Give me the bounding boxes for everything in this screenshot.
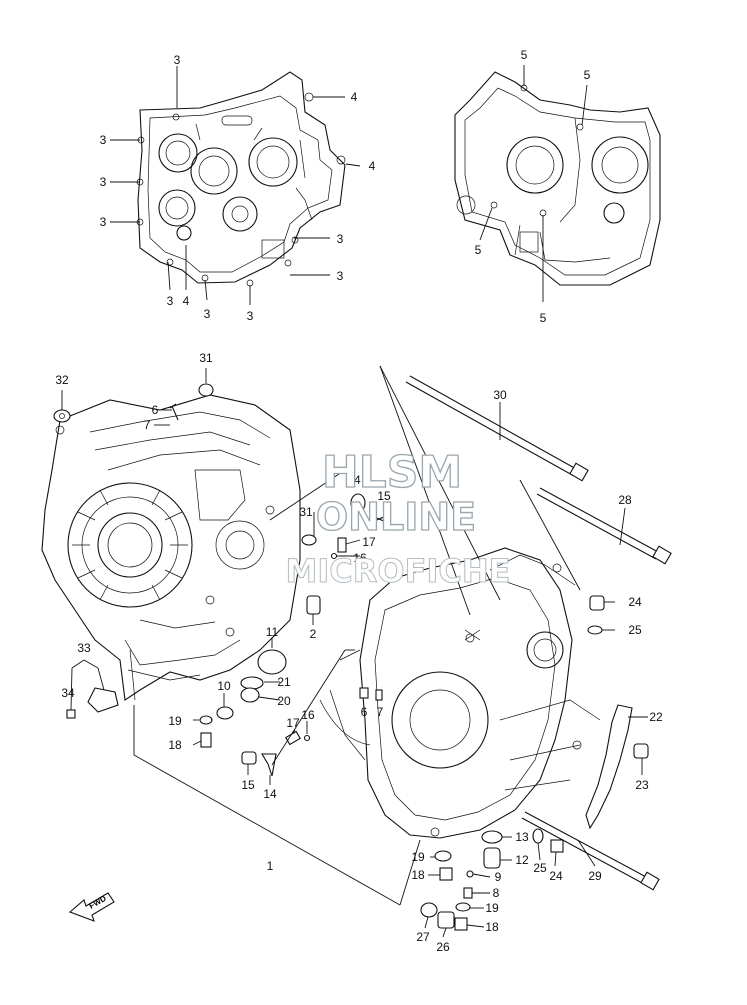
callout-3: 3 (167, 294, 174, 308)
callout-21: 21 (277, 675, 291, 689)
crankcase-right-half-view (454, 71, 661, 286)
crankcase-left-3d (41, 394, 301, 701)
callout-5: 5 (584, 68, 591, 82)
callout-24: 24 (549, 869, 563, 883)
callout-26: 26 (436, 940, 450, 954)
callout-7: 7 (377, 705, 384, 719)
callout-17: 17 (286, 716, 300, 730)
callout-32: 32 (55, 373, 69, 387)
callout-23: 23 (635, 778, 649, 792)
callout-20: 20 (277, 694, 291, 708)
watermark: HLSM ONLINE MICROFICHE (285, 446, 511, 590)
callout-15: 15 (377, 489, 391, 503)
callout-10: 10 (217, 679, 231, 693)
callout-12: 12 (515, 853, 529, 867)
callout-3: 3 (337, 232, 344, 246)
long-bolts (405, 375, 672, 891)
watermark-line-3: MICROFICHE (286, 552, 511, 590)
callout-17: 17 (362, 535, 376, 549)
callout-19: 19 (411, 850, 425, 864)
callout-16: 16 (301, 708, 315, 722)
callout-29: 29 (588, 869, 602, 883)
callout-18: 18 (411, 868, 425, 882)
callout-3: 3 (100, 133, 107, 147)
callout-33: 33 (77, 641, 91, 655)
callout-1: 1 (267, 859, 274, 873)
callout-27: 27 (416, 930, 430, 944)
callout-6: 6 (361, 705, 368, 719)
callout-5: 5 (540, 311, 547, 325)
callout-13: 13 (515, 830, 529, 844)
callout-11: 11 (266, 625, 279, 639)
callout-24: 24 (628, 595, 642, 609)
callout-19: 19 (168, 714, 182, 728)
callout-31: 31 (299, 505, 313, 519)
callout-30: 30 (493, 388, 507, 402)
callout-5: 5 (521, 48, 528, 62)
callout-28: 28 (618, 493, 632, 507)
callout-14: 14 (263, 787, 277, 801)
callout-25: 25 (628, 623, 642, 637)
callout-31: 31 (199, 351, 213, 365)
callout-25: 25 (533, 861, 547, 875)
callout-numbers: 3 3 3 3 3 3 3 3 3 4 4 4 5 5 5 5 31 32 6 … (55, 48, 663, 954)
callout-15: 15 (241, 778, 255, 792)
reference-lines (133, 365, 581, 906)
callout-9: 9 (495, 870, 502, 884)
callout-18: 18 (485, 920, 499, 934)
fwd-arrow: FWD (68, 892, 115, 922)
callout-3: 3 (204, 307, 211, 321)
callout-7: 7 (144, 418, 151, 432)
callout-3: 3 (100, 175, 107, 189)
callout-4: 4 (351, 90, 358, 104)
callout-3: 3 (247, 309, 254, 323)
callout-34: 34 (61, 686, 75, 700)
callout-4: 4 (183, 294, 190, 308)
callout-3: 3 (174, 53, 181, 67)
callout-8: 8 (493, 886, 500, 900)
callout-5: 5 (475, 243, 482, 257)
callout-6: 6 (152, 403, 159, 417)
callout-4: 4 (369, 159, 376, 173)
callout-3: 3 (337, 269, 344, 283)
callout-3: 3 (100, 215, 107, 229)
watermark-line-2: ONLINE (316, 495, 476, 539)
callout-16: 16 (353, 551, 367, 565)
callout-19: 19 (485, 901, 499, 915)
callout-18: 18 (168, 738, 182, 752)
callout-leaders (61, 65, 648, 938)
callout-14: 14 (347, 473, 361, 487)
callout-22: 22 (649, 710, 663, 724)
crankcase-left-half-view (136, 71, 346, 287)
callout-2: 2 (310, 627, 317, 641)
watermark-line-1: HLSM (322, 447, 462, 498)
